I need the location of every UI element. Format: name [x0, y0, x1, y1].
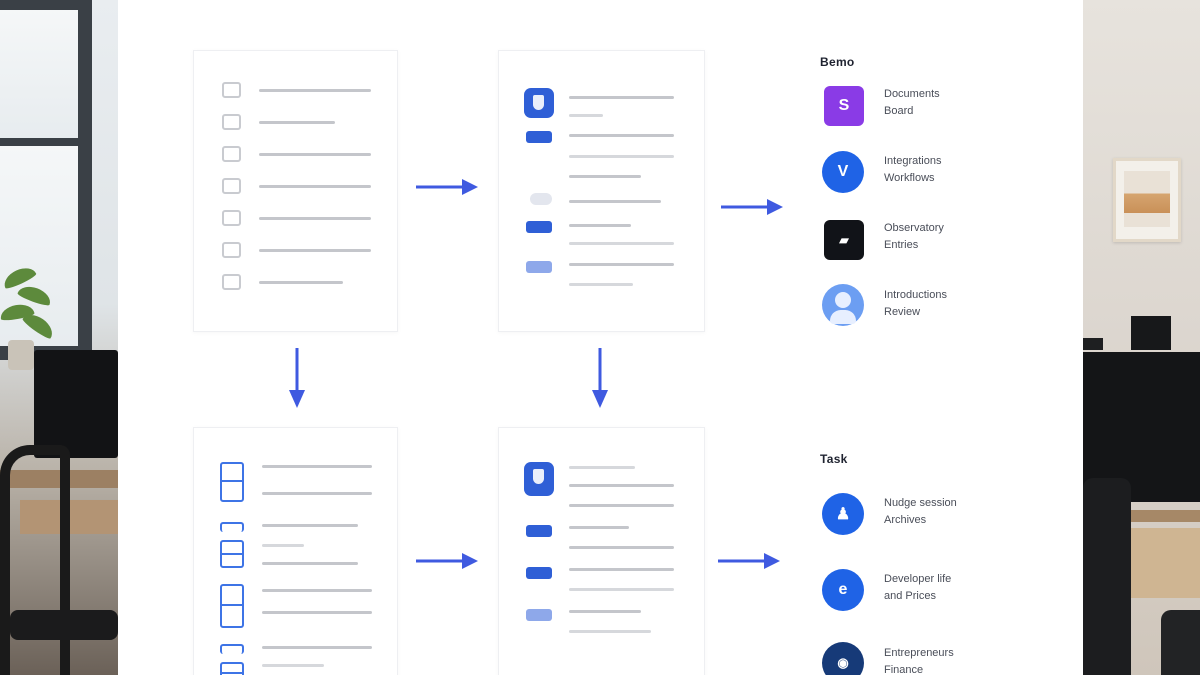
- tag-icon: [526, 261, 552, 273]
- text-line: [259, 217, 371, 220]
- text-line: [262, 465, 372, 468]
- monitor: [1131, 316, 1171, 350]
- arrow-right-icon: [721, 199, 783, 215]
- document-icon: [220, 584, 244, 628]
- text-line: [569, 114, 603, 117]
- text-line: [569, 242, 674, 245]
- text-line: [569, 224, 631, 227]
- text-line: [569, 504, 674, 507]
- tag-icon: [526, 525, 552, 537]
- text-line: [569, 96, 674, 99]
- tag-icon: [526, 221, 552, 233]
- entry-label: Introductions Review: [884, 289, 947, 318]
- blue-person-icon: ♟: [822, 493, 864, 535]
- text-line: [259, 153, 371, 156]
- text-line: [259, 185, 371, 188]
- wall-art: [1113, 158, 1181, 242]
- document-icon: [220, 540, 244, 568]
- office-background-left: [0, 0, 118, 675]
- shield-icon: [524, 88, 554, 118]
- section-heading: Task: [820, 452, 848, 466]
- desk: [1123, 510, 1200, 522]
- entry-label: Nudge session Archives: [884, 497, 957, 526]
- document-shield-icon: [524, 462, 554, 496]
- processed-document-card: [498, 427, 705, 675]
- text-line: [569, 283, 633, 286]
- tag-icon: [526, 609, 552, 621]
- monitor: [34, 350, 118, 458]
- checkbox-icon: [222, 274, 241, 290]
- profile-avatar-icon: [822, 284, 864, 326]
- chair-seat: [10, 610, 118, 640]
- diagram-panel: Bemo S Documents Board V Integrations Wo…: [118, 0, 1083, 675]
- checkbox-icon: [222, 114, 241, 130]
- office-chair: [1161, 610, 1200, 675]
- text-line: [259, 281, 343, 284]
- office-chair: [0, 445, 70, 675]
- navy-badge-icon: ◉: [822, 642, 864, 675]
- arrow-right-icon: [416, 179, 478, 195]
- tag-icon: [526, 567, 552, 579]
- text-line: [262, 562, 358, 565]
- entry-label: Integrations Workflows: [884, 155, 942, 184]
- text-line: [259, 249, 371, 252]
- section-heading: Bemo: [820, 55, 855, 69]
- text-line: [569, 588, 674, 591]
- text-line: [262, 611, 372, 614]
- office-background-right: [1083, 0, 1200, 675]
- entry-label: Developer life and Prices: [884, 573, 952, 602]
- monitor: [1083, 352, 1200, 502]
- blue-v-icon: V: [822, 151, 864, 193]
- entry-label: Documents Board: [884, 88, 940, 117]
- text-line: [262, 524, 358, 527]
- tag-icon: [530, 193, 552, 205]
- text-line: [569, 630, 651, 633]
- processed-card: [498, 50, 705, 332]
- document-card: [193, 427, 398, 675]
- text-line: [259, 121, 335, 124]
- text-line: [262, 664, 324, 667]
- text-line: [569, 526, 629, 529]
- arrow-right-icon: [416, 553, 478, 569]
- checkbox-icon: [222, 210, 241, 226]
- text-line: [262, 646, 372, 649]
- arrow-down-icon: [289, 348, 305, 408]
- arrow-down-icon: [592, 348, 608, 408]
- text-line: [569, 484, 674, 487]
- text-line: [569, 134, 674, 137]
- text-line: [569, 175, 641, 178]
- text-line: [262, 589, 372, 592]
- monitor: [1083, 338, 1103, 350]
- checkbox-icon: [222, 178, 241, 194]
- checkbox-icon: [222, 146, 241, 162]
- document-icon: [220, 662, 244, 675]
- tag-icon: [526, 131, 552, 143]
- checkbox-icon: [222, 242, 241, 258]
- entry-label: Entrepreneurs Finance: [884, 647, 954, 675]
- window: [0, 0, 92, 360]
- document-icon: [220, 644, 244, 654]
- text-line: [569, 610, 641, 613]
- checklist-card: [193, 50, 398, 332]
- text-line: [569, 568, 674, 571]
- text-line: [569, 546, 674, 549]
- text-line: [569, 155, 674, 158]
- text-line: [259, 89, 371, 92]
- purple-app-icon: S: [824, 86, 864, 126]
- text-line: [569, 263, 674, 266]
- entry-label: Observatory Entries: [884, 222, 944, 251]
- text-line: [569, 466, 635, 469]
- plant-pot: [8, 340, 34, 370]
- document-icon: [220, 522, 244, 532]
- text-line: [262, 492, 372, 495]
- text-line: [569, 200, 661, 203]
- arrow-right-icon: [718, 553, 780, 569]
- text-line: [262, 544, 304, 547]
- blue-e-icon: e: [822, 569, 864, 611]
- dark-card-icon: ▰: [824, 220, 864, 260]
- checkbox-icon: [222, 82, 241, 98]
- office-chair: [1083, 478, 1131, 675]
- document-icon: [220, 462, 244, 502]
